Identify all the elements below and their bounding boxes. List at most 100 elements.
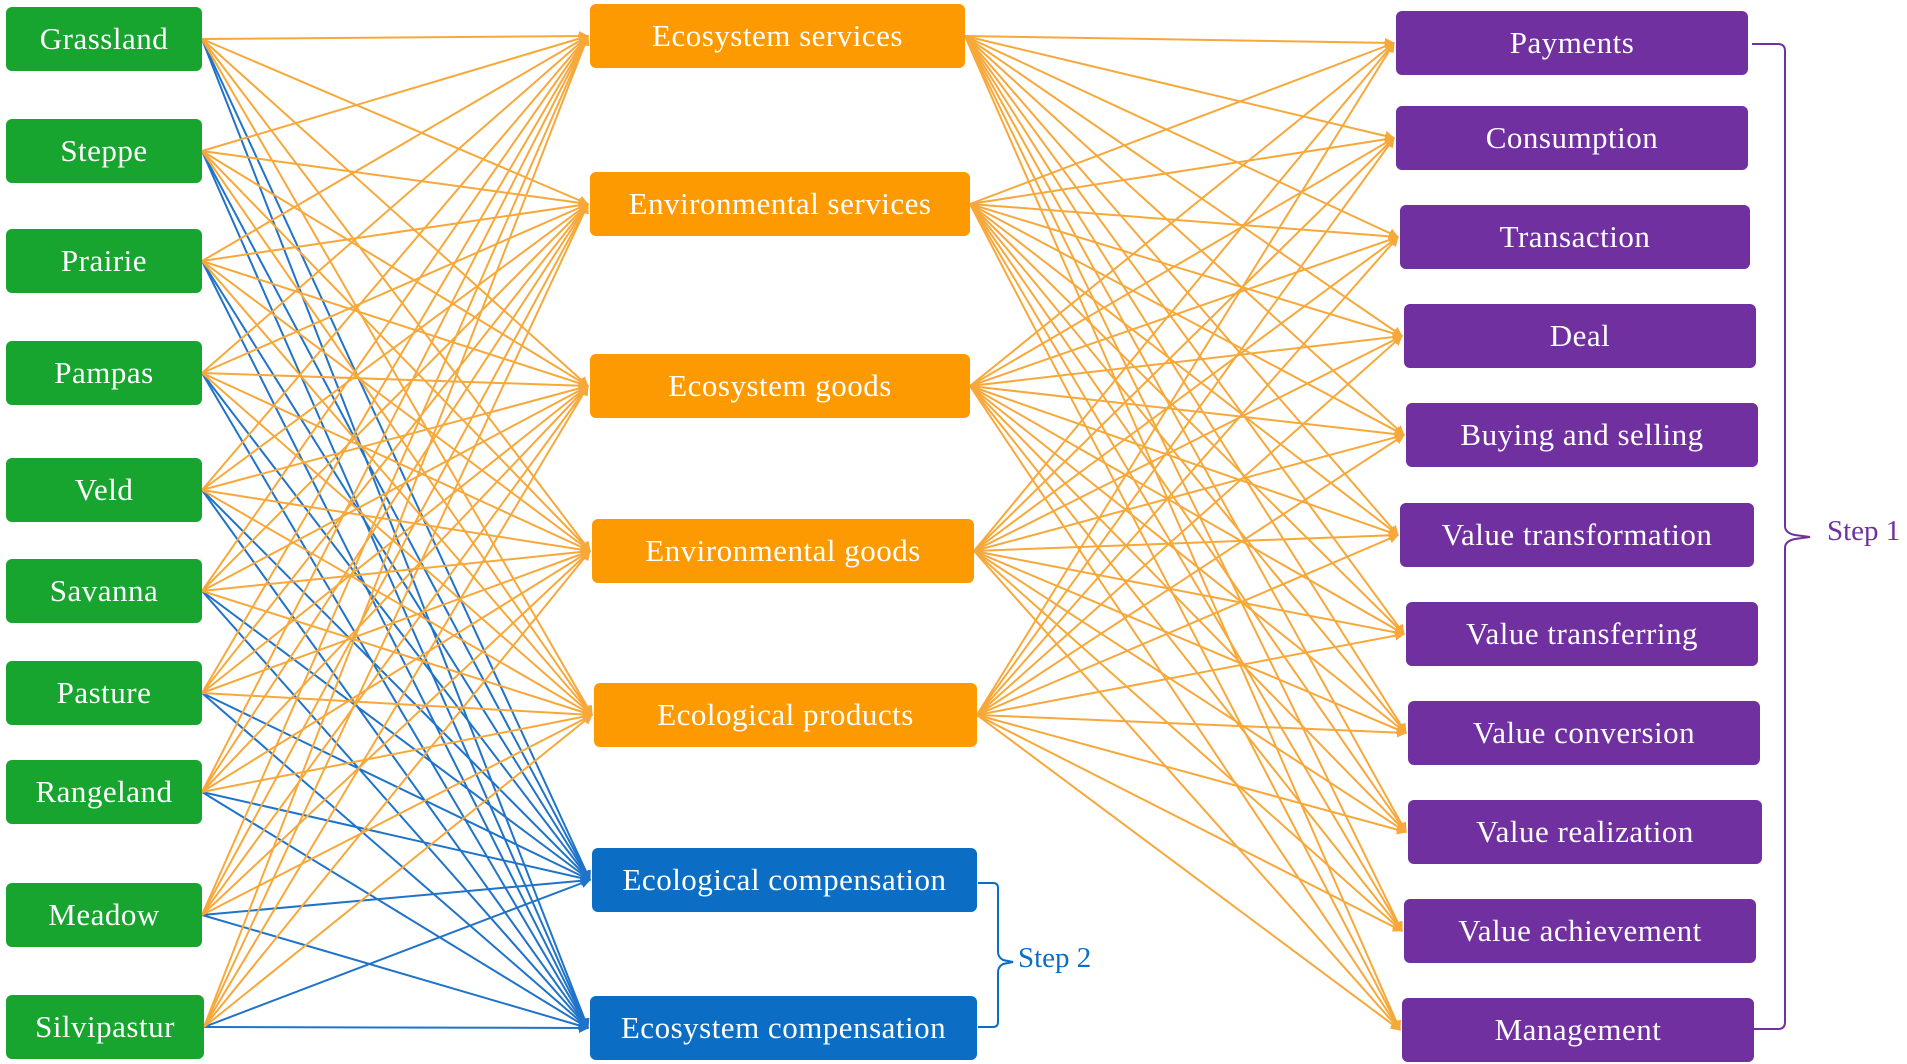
realization-deal: Deal: [1404, 304, 1756, 368]
realization-consumption: Consumption: [1396, 106, 1748, 170]
habitat-pasture: Pasture: [6, 661, 202, 725]
edge-concept-to-realization: [969, 385, 1405, 635]
edge-habitat-to-concept: [201, 203, 589, 491]
edge-habitat-to-concept: [201, 31, 589, 42]
habitat-rangeland: Rangeland: [6, 760, 202, 824]
edge-concept-to-realization: [964, 35, 1405, 635]
edge-habitat-to-compensation: [201, 489, 589, 1029]
edge-habitat-to-concept: [201, 35, 589, 916]
concept-ecosystem-goods: Ecosystem goods: [590, 354, 970, 418]
edge-habitat-to-concept: [203, 550, 591, 1028]
edge-habitat-to-concept: [201, 550, 591, 793]
concept-ecosystem-services: Ecosystem services: [590, 4, 965, 68]
edge-habitat-to-concept: [201, 260, 591, 552]
edge-concept-to-realization: [976, 714, 1401, 1031]
edge-concept-to-realization: [969, 137, 1395, 387]
edge-concept-to-realization: [969, 385, 1399, 537]
edge-concept-to-realization: [976, 714, 1407, 738]
edge-habitat-to-concept: [203, 203, 589, 1028]
realization-payments: Payments: [1396, 11, 1748, 75]
edge-habitat-to-compensation: [201, 150, 591, 881]
edge-concept-to-realization: [976, 630, 1405, 716]
edge-concept-to-realization: [964, 35, 1395, 141]
edge-concept-to-realization: [964, 35, 1399, 536]
realization-value-transformation: Value transformation: [1400, 503, 1754, 567]
edge-concept-to-realization: [969, 385, 1407, 833]
edge-habitat-to-concept: [201, 203, 589, 793]
edge-habitat-to-compensation: [201, 914, 589, 1031]
edge-habitat-to-concept: [201, 372, 589, 391]
edge-concept-to-realization: [976, 714, 1403, 932]
realization-buying-and-selling: Buying and selling: [1406, 403, 1758, 467]
edge-concept-to-realization: [969, 42, 1395, 387]
step2-bracket: [978, 882, 1014, 1028]
edge-concept-to-realization: [973, 550, 1405, 638]
edge-habitat-to-concept: [201, 35, 589, 793]
realization-value-realization: Value realization: [1408, 800, 1762, 864]
realization-value-conversion: Value conversion: [1408, 701, 1760, 765]
compensation-ecological: Ecological compensation: [592, 848, 977, 912]
edge-concept-to-realization: [969, 235, 1399, 387]
edge-habitat-to-concept: [201, 711, 593, 793]
edge-concept-to-realization: [969, 203, 1407, 833]
edge-concept-to-realization: [969, 134, 1395, 205]
edge-habitat-to-concept: [201, 35, 589, 694]
edge-habitat-to-compensation: [201, 590, 591, 881]
edge-concept-to-realization: [973, 550, 1407, 833]
edge-concept-to-realization: [976, 137, 1395, 716]
edge-habitat-to-compensation: [201, 260, 589, 1029]
concept-environmental-services: Environmental services: [590, 172, 970, 236]
habitat-savanna: Savanna: [6, 559, 202, 623]
edge-habitat-to-compensation: [203, 1022, 589, 1033]
edge-concept-to-realization: [973, 42, 1395, 552]
edge-habitat-to-concept: [201, 38, 589, 387]
edge-habitat-to-concept: [203, 35, 590, 1028]
edge-concept-to-realization: [976, 42, 1395, 716]
edge-habitat-to-concept: [201, 203, 589, 916]
edge-habitat-to-compensation: [201, 791, 589, 1029]
edge-concept-to-realization: [976, 236, 1399, 716]
edge-concept-to-realization: [976, 434, 1405, 716]
edge-concept-to-realization: [964, 35, 1405, 436]
edge-concept-to-realization: [969, 203, 1407, 734]
edge-habitat-to-compensation: [201, 692, 589, 1029]
edge-concept-to-realization: [964, 35, 1407, 833]
edge-habitat-to-concept: [201, 385, 589, 793]
edge-concept-to-realization: [969, 203, 1403, 932]
habitat-grassland: Grassland: [6, 7, 202, 71]
edge-habitat-to-concept: [201, 150, 593, 716]
edge-concept-to-realization: [976, 335, 1403, 716]
realization-value-achievement: Value achievement: [1404, 899, 1756, 963]
edge-habitat-to-compensation: [201, 875, 591, 916]
edge-concept-to-realization: [969, 385, 1403, 932]
edge-concept-to-realization: [969, 332, 1403, 387]
habitat-pampas: Pampas: [6, 341, 202, 405]
edge-concept-to-realization: [973, 432, 1405, 552]
edge-habitat-to-concept: [203, 714, 593, 1028]
edge-habitat-to-concept: [201, 38, 593, 716]
edge-habitat-to-concept: [201, 372, 593, 716]
edge-habitat-to-concept: [201, 200, 589, 262]
step1-label: Step 1: [1827, 515, 1901, 547]
edge-concept-to-realization: [973, 530, 1399, 552]
edge-habitat-to-concept: [203, 385, 589, 1028]
edge-concept-to-realization: [969, 385, 1407, 734]
edge-concept-to-realization: [973, 335, 1403, 552]
habitat-steppe: Steppe: [6, 119, 202, 183]
edge-habitat-to-concept: [201, 260, 589, 388]
habitat-prairie: Prairie: [6, 229, 202, 293]
edge-habitat-to-concept: [201, 33, 589, 152]
edge-habitat-to-concept: [201, 203, 589, 592]
edge-habitat-to-concept: [201, 35, 589, 592]
edge-concept-to-realization: [969, 203, 1401, 1031]
realization-value-transferring: Value transferring: [1406, 602, 1758, 666]
edge-habitat-to-compensation: [203, 878, 591, 1028]
edge-habitat-to-compensation: [201, 489, 591, 881]
step1-bracket: [1752, 43, 1811, 1030]
edge-concept-to-realization: [973, 550, 1401, 1031]
edge-habitat-to-concept: [201, 35, 589, 491]
edge-habitat-to-concept: [201, 385, 589, 592]
habitat-silvipastur: Silvipastur: [6, 995, 204, 1059]
habitat-meadow: Meadow: [6, 883, 202, 947]
